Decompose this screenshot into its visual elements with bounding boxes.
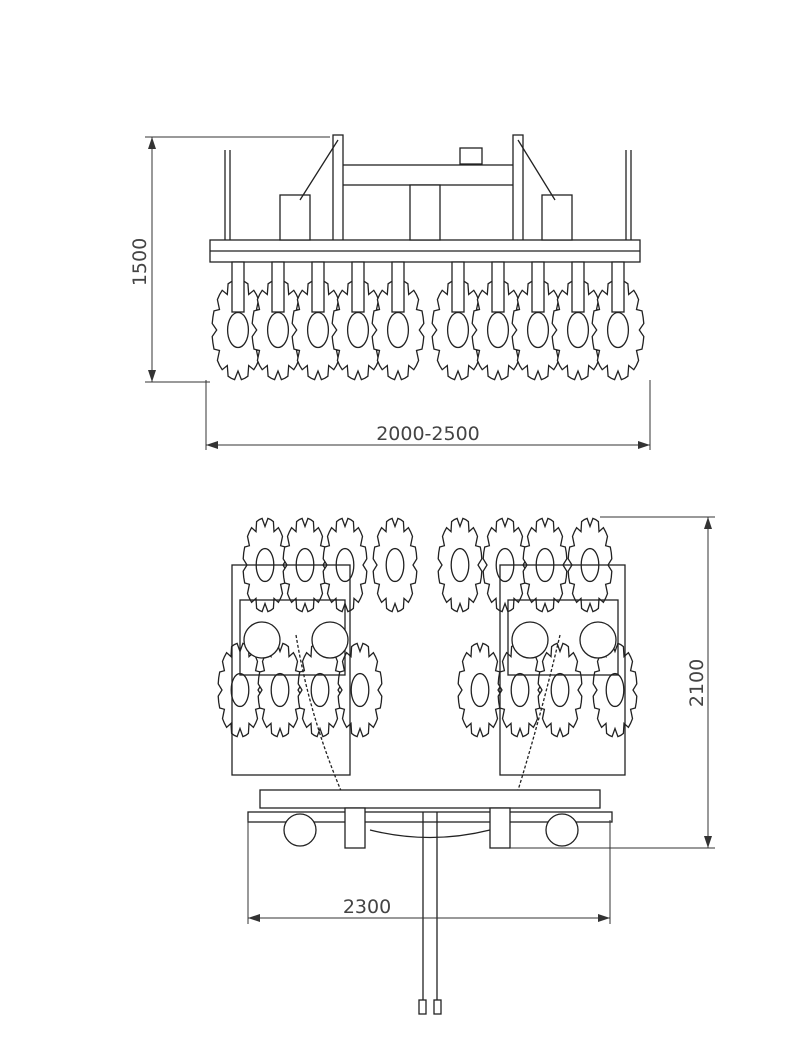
disc-standard bbox=[491, 261, 505, 313]
dimension-label-2300: 2300 bbox=[343, 896, 391, 918]
dimension-label-2000-2500: 2000-2500 bbox=[376, 423, 480, 445]
disc-blade bbox=[337, 642, 383, 738]
disc-blade bbox=[437, 517, 483, 613]
disc-hub bbox=[385, 547, 405, 583]
front-view: 1500 2000-2500 bbox=[129, 134, 651, 450]
disc-blade bbox=[457, 642, 503, 738]
hydraulic-hoses bbox=[418, 812, 442, 1015]
disc-standard bbox=[531, 261, 545, 313]
disc-blade bbox=[257, 642, 303, 738]
disc-blade bbox=[211, 279, 265, 381]
disc-hub bbox=[470, 672, 490, 708]
disc-blade bbox=[331, 279, 385, 381]
disc-hub bbox=[270, 672, 290, 708]
disc-standard bbox=[231, 261, 245, 313]
frame bbox=[209, 134, 641, 263]
disc-hub bbox=[350, 672, 370, 708]
disc-standard bbox=[451, 261, 465, 313]
disc-standard bbox=[311, 261, 325, 313]
disc-blade bbox=[372, 517, 418, 613]
disc-standard bbox=[351, 261, 365, 313]
disc-hub bbox=[605, 672, 625, 708]
dimension-label-2100: 2100 bbox=[686, 659, 708, 707]
disc-hub bbox=[450, 547, 470, 583]
disc-blade bbox=[592, 642, 638, 738]
disc-gang-front bbox=[211, 261, 645, 381]
disc-standard bbox=[611, 261, 625, 313]
disc-hub bbox=[310, 672, 330, 708]
disc-blade bbox=[371, 279, 425, 381]
disc-blade bbox=[251, 279, 305, 381]
disc-standard bbox=[271, 261, 285, 313]
top-view: 2100 2300 bbox=[217, 516, 715, 1015]
dimension-width: 2000-2500 bbox=[205, 380, 651, 450]
disc-standard bbox=[391, 261, 405, 313]
disc-blade bbox=[591, 279, 645, 381]
disc-blade bbox=[431, 279, 485, 381]
dimension-label-1500: 1500 bbox=[129, 238, 151, 286]
disc-blade bbox=[537, 642, 583, 738]
gang-frames bbox=[231, 564, 626, 801]
dimension-length: 2100 bbox=[510, 516, 715, 849]
disc-blade bbox=[471, 279, 525, 381]
dimension-height: 1500 bbox=[129, 136, 330, 383]
disc-gangs-top bbox=[217, 517, 638, 738]
disc-hub bbox=[510, 672, 530, 708]
main-cross-bar bbox=[247, 789, 613, 849]
disc-blade bbox=[511, 279, 565, 381]
disc-blade bbox=[291, 279, 345, 381]
disc-standard bbox=[571, 261, 585, 313]
disc-blade bbox=[551, 279, 605, 381]
dimension-width: 2300 bbox=[247, 820, 611, 924]
disc-blade bbox=[217, 642, 263, 738]
disc-hub bbox=[550, 672, 570, 708]
